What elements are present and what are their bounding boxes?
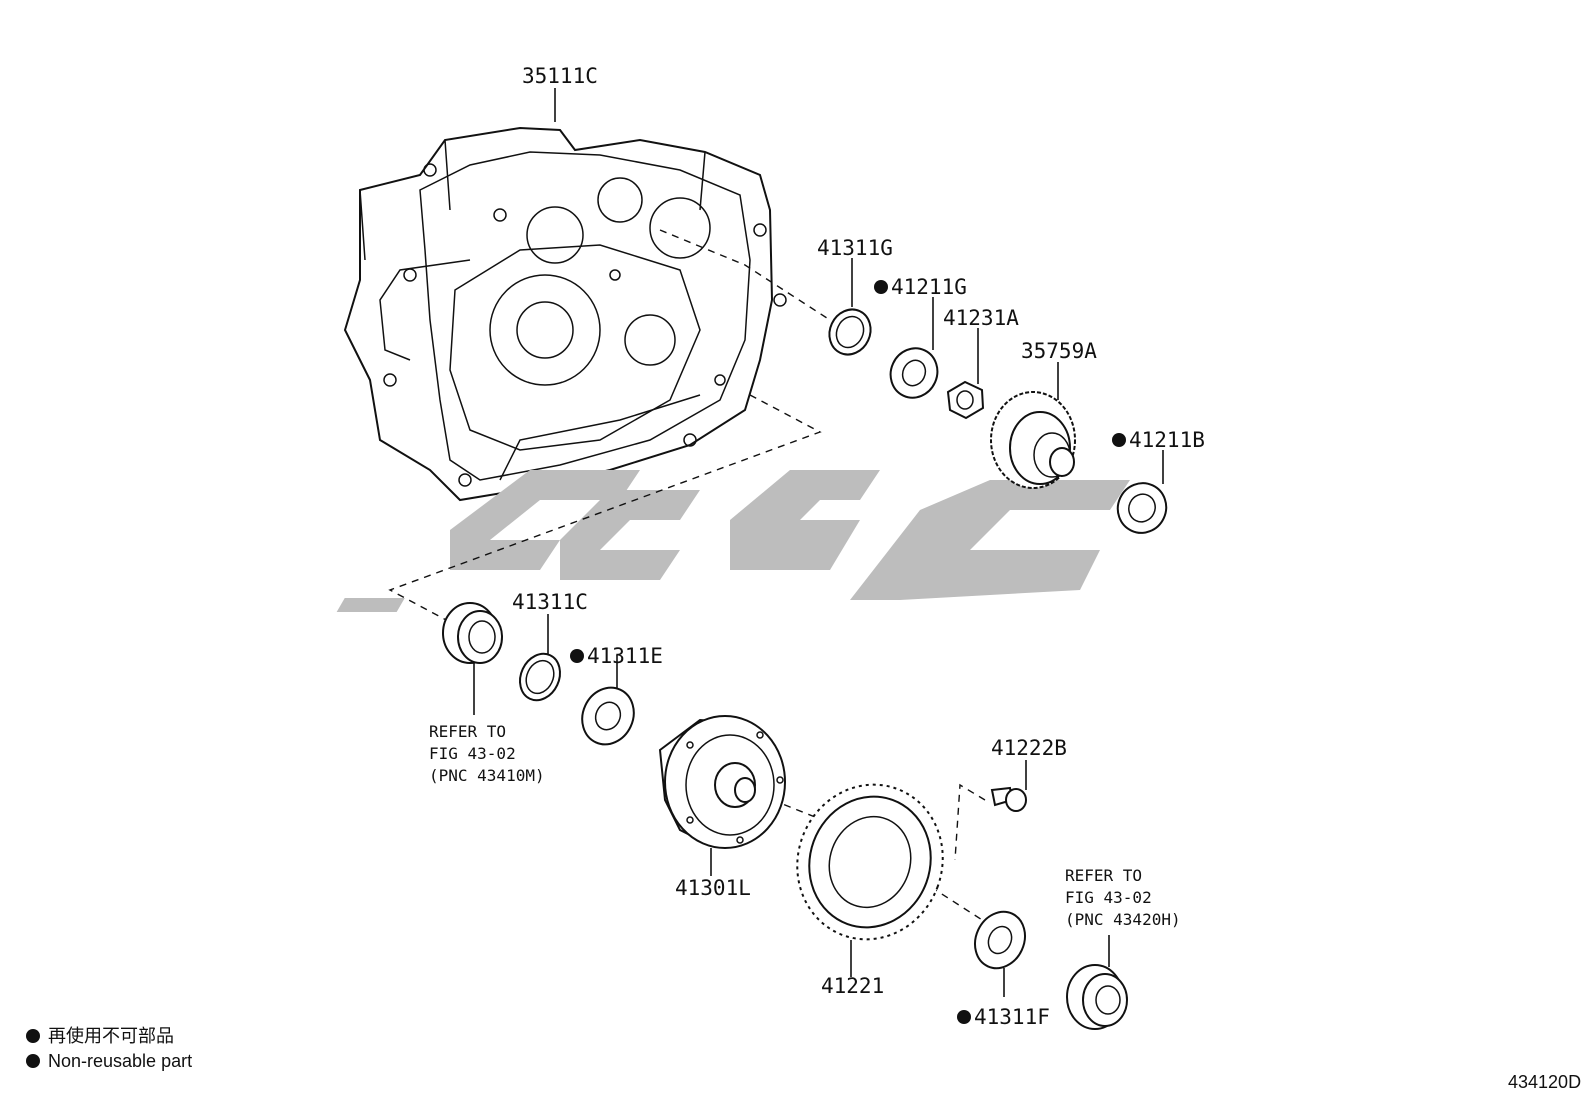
label-41221: 41221	[821, 974, 884, 998]
ring-gear-41221-drawing	[796, 783, 944, 941]
refer-note-left-line1: REFER TO	[429, 722, 506, 741]
label-35759A: 35759A	[1021, 339, 1097, 363]
non-reusable-bullet-41311E	[570, 649, 584, 663]
gear-35759A-drawing	[990, 391, 1076, 489]
refer-note-right-line3: (PNC 43420H)	[1065, 910, 1181, 929]
label-41211B: 41211B	[1129, 428, 1205, 452]
label-41222B: 41222B	[991, 736, 1067, 760]
label-35111C: 35111C	[522, 64, 598, 88]
oil-seal-left-refer-drawing	[442, 602, 503, 664]
bearing-41211B-drawing	[1116, 482, 1168, 534]
non-reusable-bullet-41311F	[957, 1010, 971, 1024]
bolt-41222B-drawing	[990, 786, 1027, 812]
refer-note-left-line3: (PNC 43410M)	[429, 766, 545, 785]
figure-id: 434120D	[1508, 1072, 1581, 1092]
label-41311G: 41311G	[817, 236, 893, 260]
bearing-41311F-drawing	[974, 910, 1026, 970]
nut-41231A-drawing	[946, 380, 985, 420]
refer-note-left-line2: FIG 43-02	[429, 744, 516, 763]
label-41311C: 41311C	[512, 590, 588, 614]
legend-bullet-japanese	[26, 1029, 40, 1043]
label-41211G: 41211G	[891, 275, 967, 299]
oil-seal-right-refer-drawing	[1066, 964, 1128, 1030]
label-41311E: 41311E	[587, 644, 663, 668]
oil-seal-41311C-drawing	[519, 652, 561, 702]
label-41311F: 41311F	[974, 1005, 1050, 1029]
refer-note-right-line2: FIG 43-02	[1065, 888, 1152, 907]
differential-case-41301L-drawing	[658, 715, 786, 849]
legend-bullet-english	[26, 1054, 40, 1068]
label-41231A: 41231A	[943, 306, 1019, 330]
oil-seal-41311G-drawing	[828, 308, 872, 356]
label-41301L: 41301L	[675, 876, 751, 900]
refer-note-right-line1: REFER TO	[1065, 866, 1142, 885]
bearing-41311E-drawing	[581, 686, 635, 746]
watermark-logo	[336, 470, 1130, 612]
legend-english: Non-reusable part	[48, 1051, 192, 1071]
legend-japanese: 再使用不可部品	[48, 1026, 174, 1046]
transaxle-case-drawing	[343, 126, 787, 502]
non-reusable-bullet-41211B	[1112, 433, 1126, 447]
bearing-41211G-drawing	[889, 347, 939, 399]
leader-lines	[473, 88, 1164, 997]
non-reusable-bullet-41211G	[874, 280, 888, 294]
